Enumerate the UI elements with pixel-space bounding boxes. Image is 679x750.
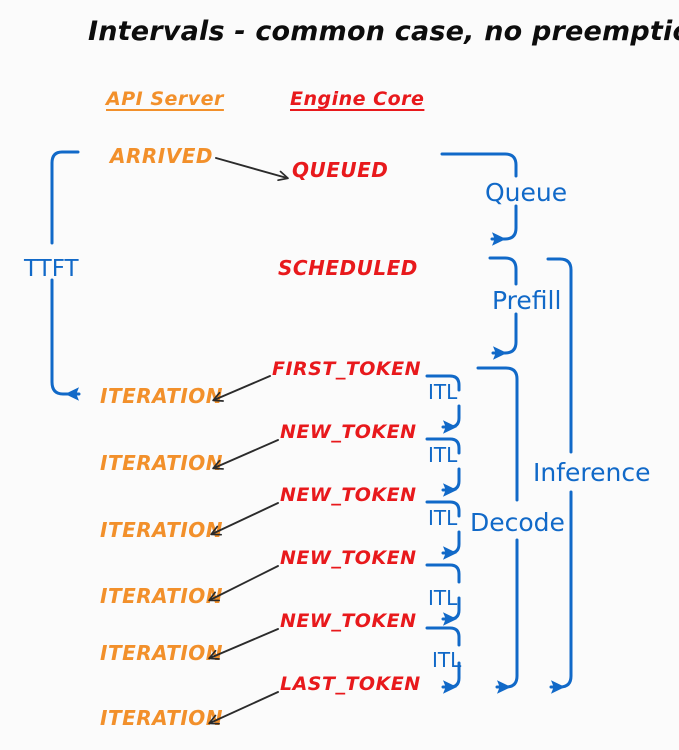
itl-bracket-top [425, 563, 461, 584]
interval-label-queue: Queue [485, 178, 568, 207]
column-header-engine-core: Engine Core [290, 88, 425, 110]
state-iteration: ITERATION [100, 518, 224, 542]
interval-label-decode: Decode [470, 508, 565, 537]
arrow-new-token-to-iteration [212, 439, 279, 470]
interval-brackets-itl [425, 374, 461, 694]
state-new-token: NEW_TOKEN [280, 610, 417, 632]
interval-label-itl: ITL [428, 586, 458, 610]
state-last-token: LAST_TOKEN [280, 673, 421, 695]
page-title: Intervals - common case, no preemptions [88, 16, 679, 47]
transition-arrows [208, 157, 289, 725]
state-iteration: ITERATION [100, 451, 224, 475]
interval-label-ttft: TTFT [24, 256, 79, 282]
state-iteration: ITERATION [100, 384, 224, 408]
state-new-token: NEW_TOKEN [280, 484, 417, 506]
interval-label-prefill: Prefill [492, 286, 562, 315]
itl-bracket-bottom [441, 467, 461, 497]
interval-label-itl: ITL [428, 380, 458, 404]
interval-label-itl: ITL [428, 443, 458, 467]
itl-bracket-top [425, 626, 461, 647]
state-scheduled: SCHEDULED [278, 256, 418, 280]
interval-label-itl: ITL [428, 506, 458, 530]
state-arrived: ARRIVED [110, 144, 213, 168]
state-first-token: FIRST_TOKEN [272, 358, 422, 380]
state-iteration: ITERATION [100, 706, 224, 730]
arrow-arrived-to-queued [215, 157, 289, 182]
interval-label-itl: ITL [432, 648, 462, 672]
itl-bracket-bottom [441, 404, 461, 434]
itl-bracket-bottom [441, 530, 461, 560]
column-header-api-server: API Server [106, 88, 224, 110]
state-new-token: NEW_TOKEN [280, 547, 417, 569]
state-queued: QUEUED [292, 158, 389, 182]
interval-label-inference: Inference [533, 458, 651, 487]
state-new-token: NEW_TOKEN [280, 421, 417, 443]
state-iteration: ITERATION [100, 641, 224, 665]
state-iteration: ITERATION [100, 584, 224, 608]
